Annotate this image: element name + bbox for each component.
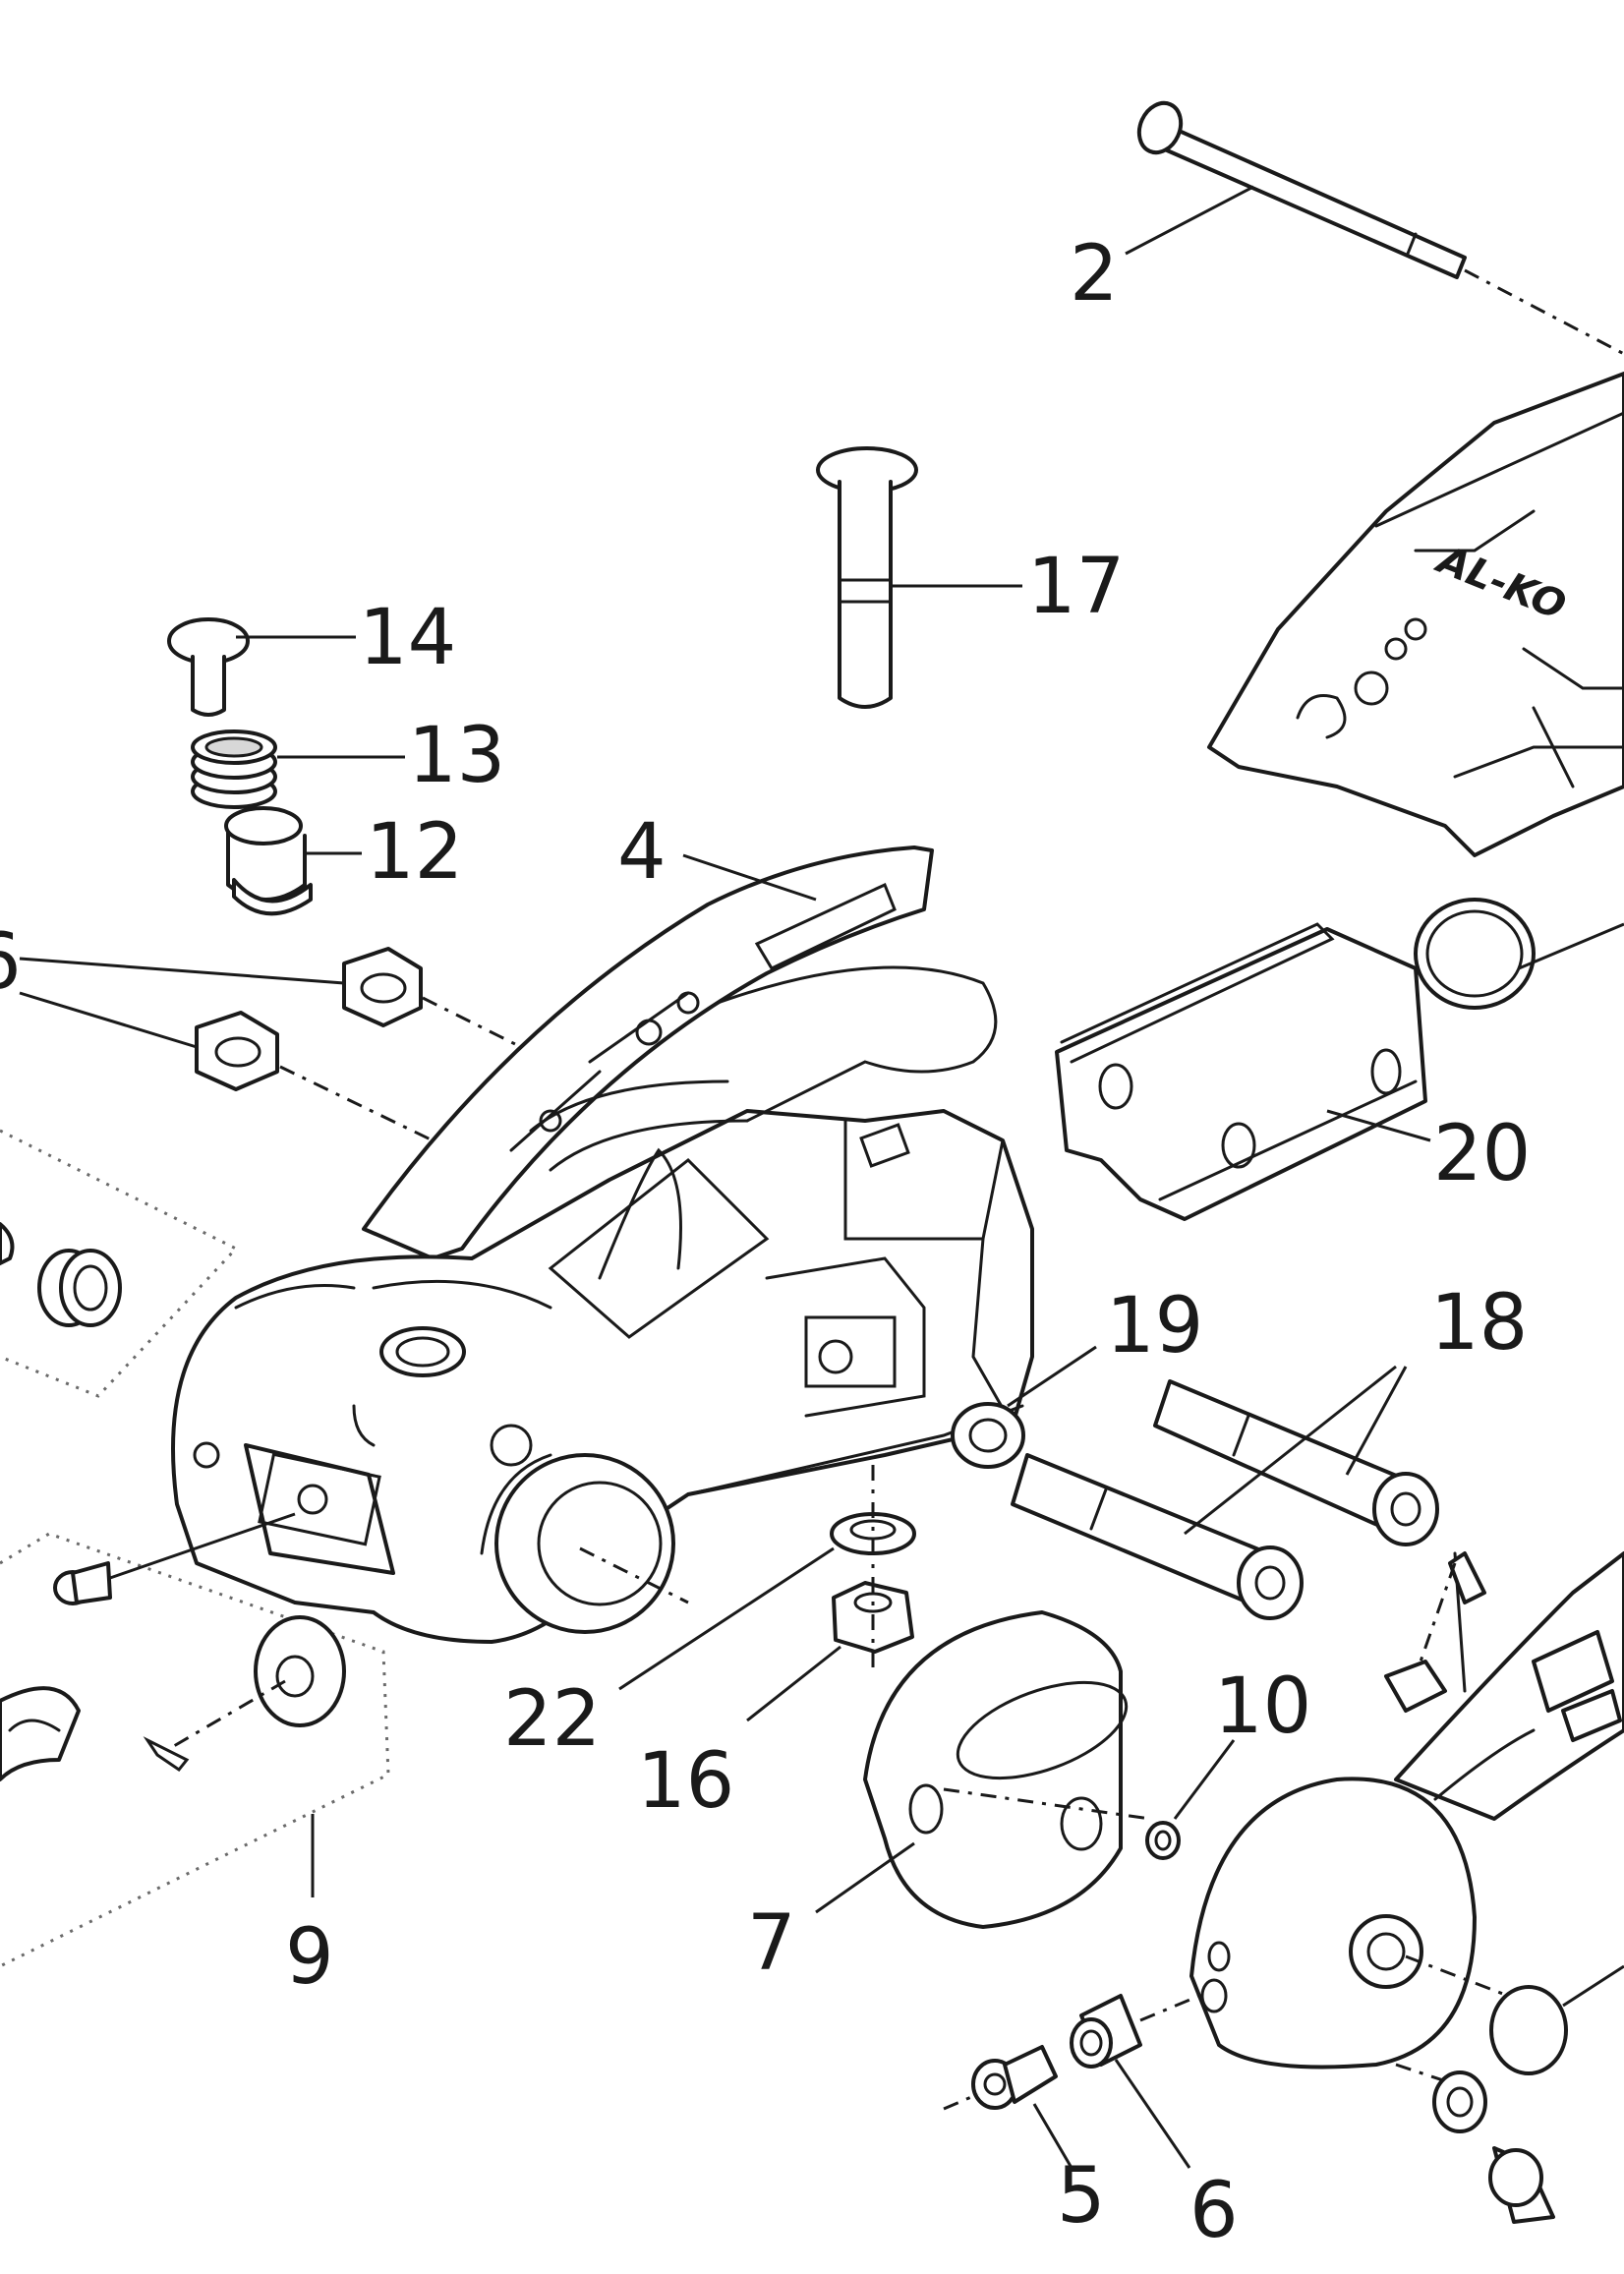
part-20-sleeve: [1055, 922, 1427, 1221]
small-screw: [53, 1512, 296, 1605]
part-hood-cover: AL-KO: [1207, 372, 1624, 857]
part-14-pin: [167, 617, 250, 717]
callout-12: 12: [366, 808, 463, 897]
part-13-spring: [191, 729, 277, 809]
leader-4: [682, 853, 817, 902]
part-18-bolt-lower: [1011, 1453, 1304, 1620]
leader-20: [1326, 1109, 1431, 1142]
leader-6-bottom: [1114, 2059, 1191, 2169]
part-17-bolt: [816, 446, 918, 709]
part-4-lever: [362, 845, 934, 1260]
callout-18: 18: [1430, 1279, 1528, 1368]
callout-17: 17: [1027, 543, 1125, 631]
part-19-washer: [951, 1402, 1025, 1469]
callout-20: 20: [1433, 1110, 1531, 1198]
leader-19: [1007, 1345, 1097, 1408]
callout-4: 4: [617, 808, 667, 897]
part-6-bushing-bottom: [1070, 1994, 1200, 2069]
callout-10: 10: [1214, 1662, 1311, 1751]
part-2-long-pin: [1136, 100, 1624, 356]
leader-5: [1032, 2103, 1073, 2169]
callout-6-top: 6: [0, 918, 22, 1007]
part-bottom-bolt: [1488, 2146, 1555, 2224]
part-main-housing: [171, 965, 1034, 1644]
part-6-nut-upper: [342, 947, 423, 1027]
leader-2: [1125, 185, 1254, 256]
part-12-bushing: [224, 806, 313, 916]
part-5-screw: [943, 2045, 1058, 2111]
leader-10: [1173, 1739, 1236, 1820]
callout-19: 19: [1106, 1282, 1203, 1370]
part-10-ring: [1145, 1821, 1181, 1860]
callout-6-bottom: 6: [1189, 2167, 1239, 2255]
leader-6-top-b: [19, 991, 198, 1049]
callout-7: 7: [747, 1899, 796, 1988]
part-cap: [143, 1615, 346, 1773]
leader-16: [746, 1645, 841, 1722]
callout-13: 13: [408, 712, 505, 800]
part-6-nut-lower: [195, 1011, 279, 1091]
part-18-bolt-upper: [1153, 1379, 1439, 1546]
part-7-band: [863, 1610, 1151, 1929]
callout-2: 2: [1070, 230, 1119, 319]
callout-9: 9: [285, 1913, 334, 2002]
part-bottom-nut: [1432, 2070, 1487, 2133]
part-ring-seal: [1414, 898, 1624, 1010]
callout-22: 22: [503, 1675, 601, 1764]
leader-18-b: [1184, 1365, 1397, 1536]
leader-7: [815, 1841, 915, 1914]
callout-5: 5: [1057, 2152, 1106, 2241]
leader-18-a: [1345, 1366, 1408, 1476]
leader-22: [618, 1546, 835, 1691]
callout-14: 14: [359, 594, 456, 682]
part-drum-assembly: [1189, 1551, 1624, 2086]
part-rings-group: [0, 1129, 239, 1398]
callout-16: 16: [637, 1737, 734, 1826]
part-9-group: [0, 1512, 390, 1968]
leader-6-top-a: [19, 957, 345, 985]
